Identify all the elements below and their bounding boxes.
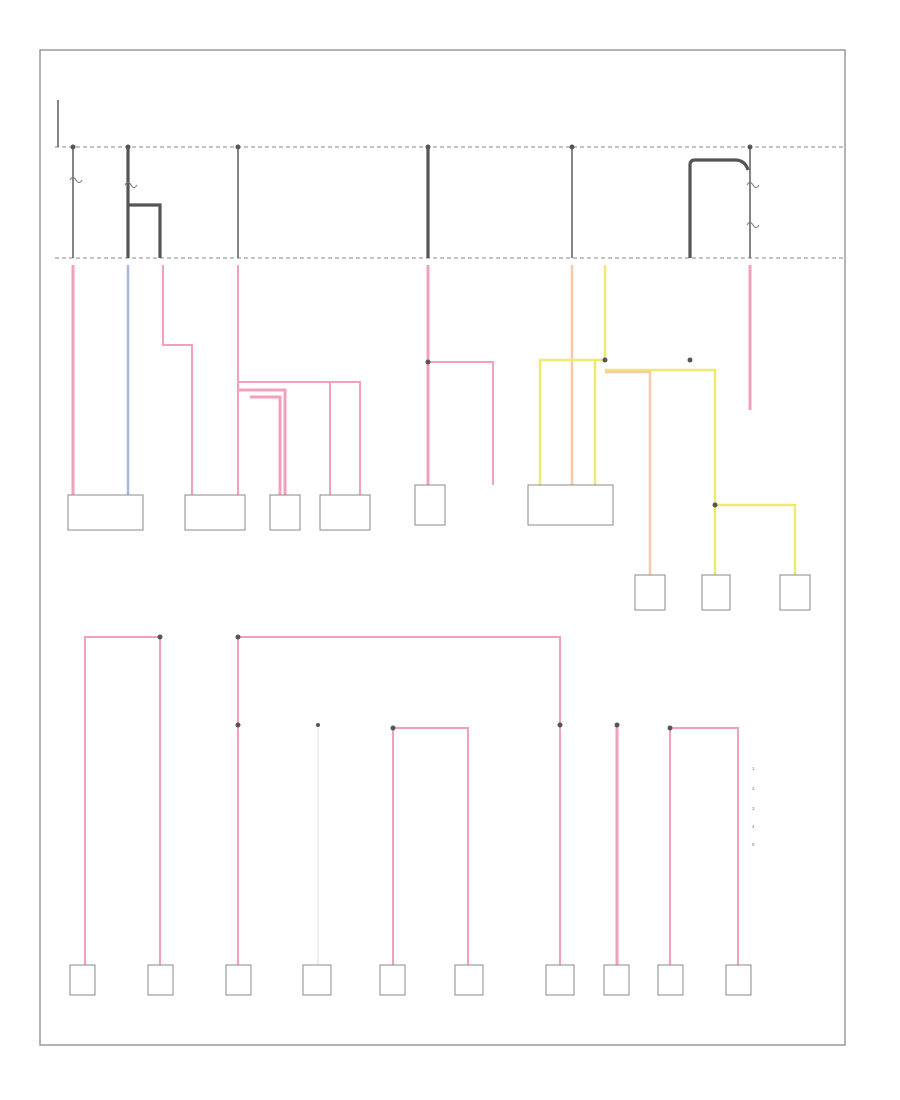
splice-dot-icon [712, 502, 718, 508]
connector-icon [67, 494, 144, 531]
fuse-circuit-4 [425, 144, 431, 258]
legend-symbol-5: 5 [752, 842, 755, 847]
connector-icon [225, 964, 252, 996]
fuse-circuit-1 [69, 144, 83, 258]
splice-dot-icon [235, 722, 241, 728]
connector-icon [302, 964, 332, 996]
splice-dot-icon [747, 144, 753, 150]
connector-icon [657, 964, 684, 996]
connector-icon [269, 494, 301, 531]
splice-dot-icon [569, 144, 575, 150]
splice-dot-icon [425, 359, 431, 365]
splice-dot-icon [70, 144, 76, 150]
wire-15 [715, 503, 797, 575]
fuse-circuit-5 [569, 144, 575, 258]
wire-14 [605, 370, 652, 575]
splice-dot-icon [235, 144, 241, 150]
connector-icon [454, 964, 484, 996]
connector-icon [545, 964, 575, 996]
connector-icon [414, 484, 446, 526]
splice-dot-icon [687, 357, 693, 363]
wire-19 [237, 636, 561, 965]
splice-dot-icon [157, 634, 163, 640]
fuse-icon [69, 177, 83, 183]
splice-dot-icon [602, 357, 608, 363]
connector-icon [319, 494, 371, 531]
splice-dot-icon [235, 634, 241, 640]
fuse-icon [124, 182, 138, 188]
fuse-icon [746, 182, 760, 188]
splice-dot-icon [614, 722, 620, 728]
splice-dot-icon [125, 144, 131, 150]
splice-dot-icon [557, 722, 563, 728]
splice-dot-icon [667, 725, 673, 731]
fuse-icon [746, 222, 760, 228]
connector-icon [147, 964, 174, 996]
legend-symbol-4: 4 [752, 824, 755, 829]
wire-13 [605, 368, 717, 505]
wire-6 [238, 381, 361, 495]
wire-21 [392, 727, 469, 965]
fuse-circuit-6 [688, 144, 760, 258]
legend: 1 2 3 4 5 [752, 766, 755, 847]
connector-icon [527, 484, 614, 526]
legend-symbol-3: 3 [752, 806, 755, 811]
diagram-frame [39, 49, 846, 1046]
connector-icon [379, 964, 406, 996]
splice-dot-icon [316, 723, 320, 727]
wire-18 [84, 636, 161, 965]
legend-symbol-2: 2 [752, 786, 755, 791]
connector-icon [184, 494, 246, 531]
wire-11 [538, 265, 607, 485]
wire-5b [250, 395, 282, 495]
fuse-circuit-2 [124, 144, 162, 258]
connector-icon [701, 574, 731, 611]
connector-icon [603, 964, 630, 996]
wire-23 [669, 727, 739, 965]
connector-icon [69, 964, 96, 996]
wire-9 [428, 361, 494, 485]
splice-dot-icon [390, 725, 396, 731]
fuse-circuit-3 [235, 144, 241, 258]
legend-symbol-1: 1 [752, 766, 755, 771]
connector-icon [634, 574, 666, 611]
wire-5 [238, 388, 287, 495]
wire-3 [162, 265, 193, 495]
connector-icon [779, 574, 811, 611]
connector-icon [725, 964, 752, 996]
splice-dot-icon [425, 144, 431, 150]
